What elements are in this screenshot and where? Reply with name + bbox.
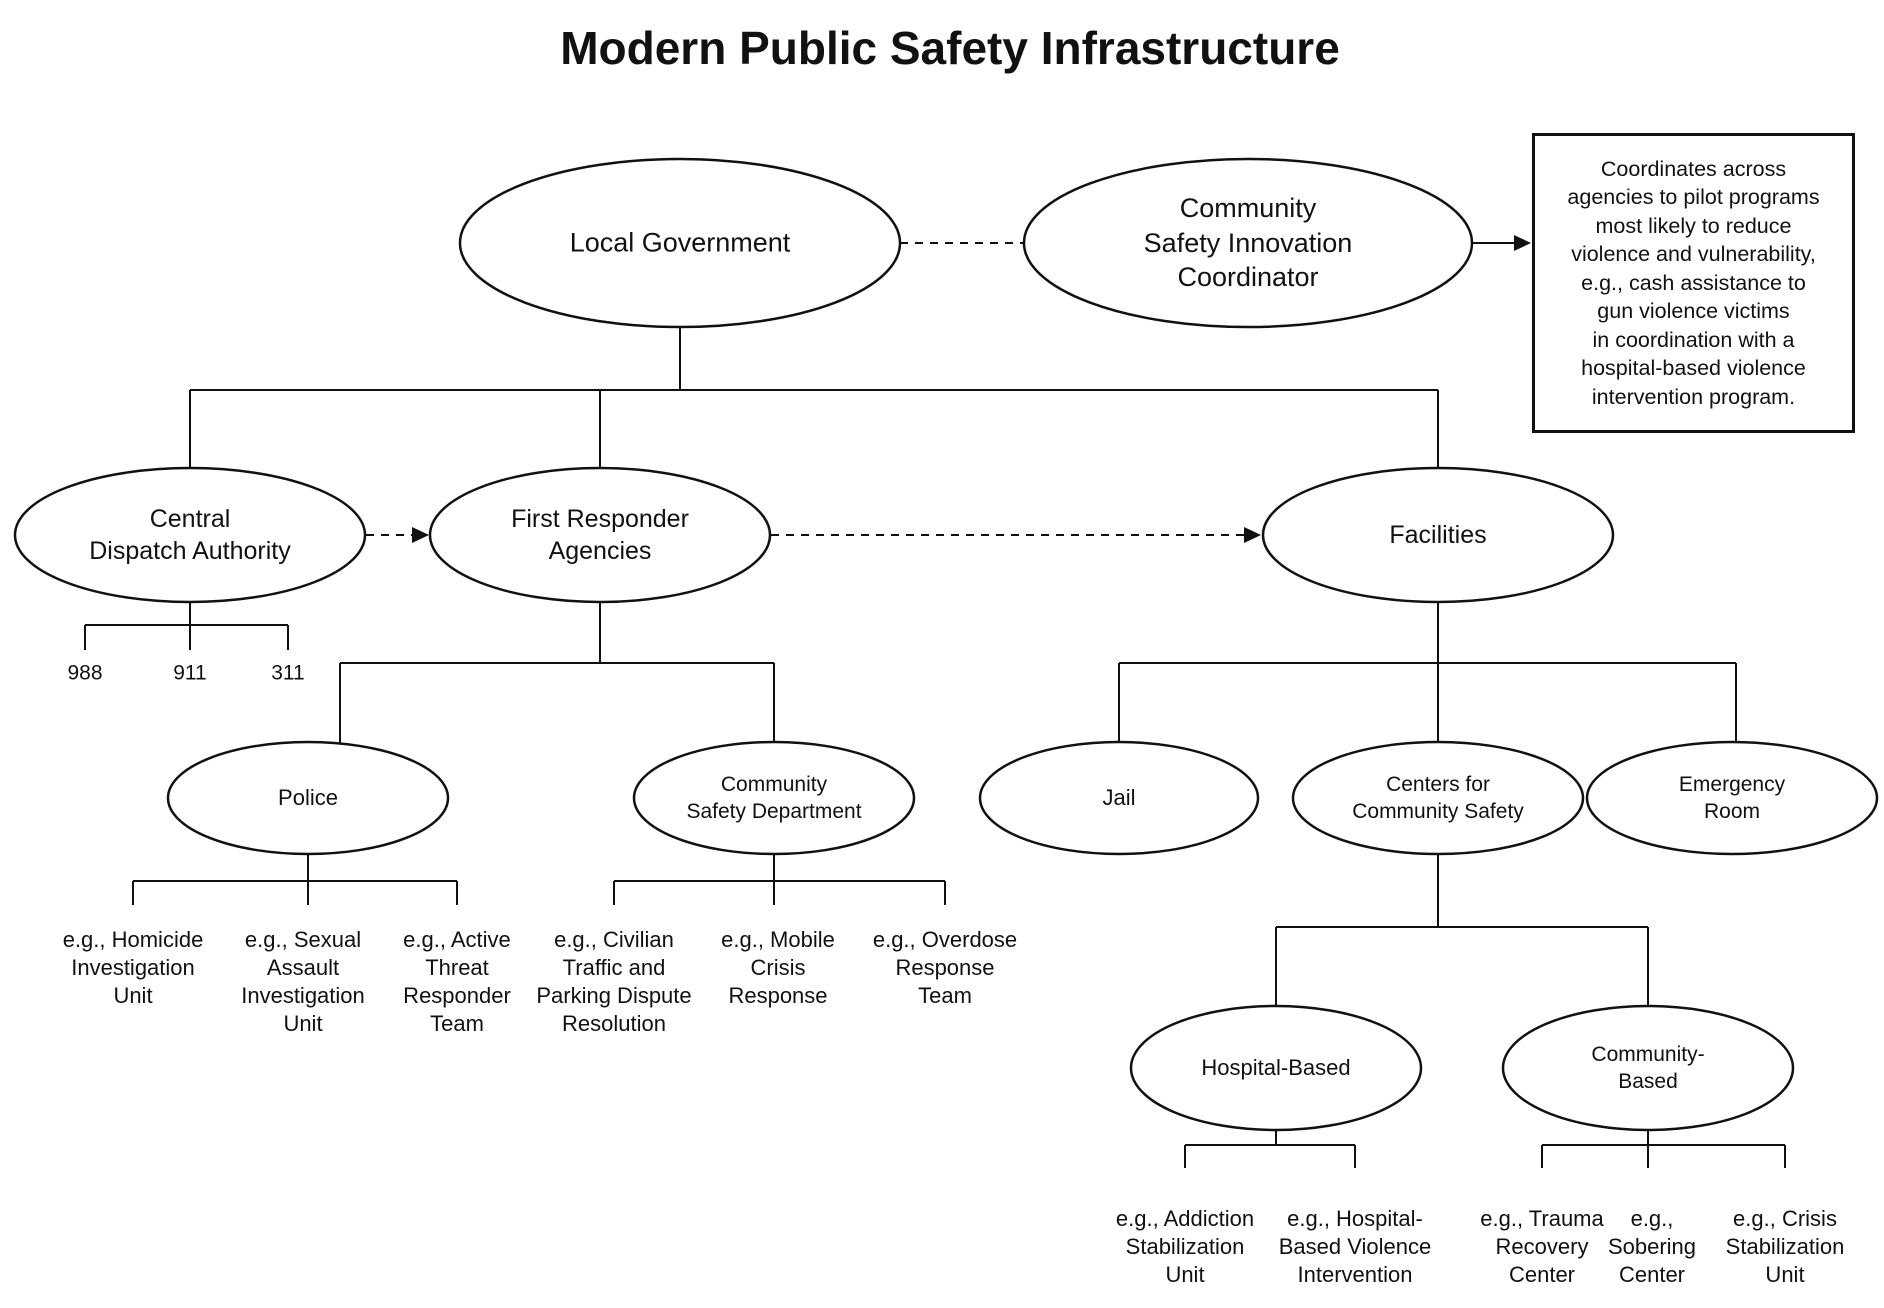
ellipse-emergency-room [1585,740,1879,856]
arrowhead-coordinator-to-annotation [1514,235,1531,251]
annotation-box: Coordinates across agencies to pilot pro… [1532,133,1855,433]
hotline-311: 311 [271,661,305,685]
ellipse-community-based [1501,1004,1795,1132]
annotation-text: Coordinates across agencies to pilot pro… [1567,156,1820,409]
example-crisis-stabilization-unit: e.g., Crisis Stabilization Unit [1725,1206,1845,1287]
ellipse-first-responder-agencies [428,466,772,604]
connector-hospitalbased-examples [1184,1129,1356,1168]
ellipse-centers-for-community-safety [1291,740,1585,856]
arrowhead-dispatch-to-firstresponder [412,527,429,543]
ellipse-local-government [458,157,902,329]
node-label-local-government: Local Government [569,227,791,258]
ellipse-community-safety-department [632,740,916,856]
node-label-facilities: Facilities [1389,521,1487,549]
example-hospital-based-violence-intervention: e.g., Hospital- Based Violence Intervent… [1278,1206,1432,1287]
example-active-threat-responder-team: e.g., Active Threat Responder Team [403,927,511,1036]
example-overdose-response-team: e.g., Overdose Response Team [872,927,1018,1008]
node-label-community-safety-department: Community Safety Department [686,773,862,823]
diagram-title: Modern Public Safety Infrastructure [560,22,1340,74]
node-label-hospital-based: Hospital-Based [1201,1054,1351,1080]
connector-localgov-split [189,327,1439,469]
node-label-emergency-room: Emergency Room [1678,773,1786,823]
ellipse-safety-innovation-coordinator [1022,157,1474,329]
example-civilian-traffic-parking-dispute-resolution: e.g., Civilian Traffic and Parking Dispu… [536,927,692,1036]
example-mobile-crisis-response: e.g., Mobile Crisis Response [721,927,835,1008]
example-sobering-center: e.g., Sobering Center [1607,1206,1697,1287]
ellipse-police [166,740,450,856]
connector-communitybased-examples [1541,1129,1786,1168]
node-label-police: Police [278,784,338,810]
ellipse-hospital-based [1129,1004,1423,1132]
example-trauma-recovery-center: e.g., Trauma Recovery Center [1480,1206,1604,1287]
arrowhead-firstresponder-to-facilities [1244,527,1261,543]
ellipse-central-dispatch-authority [13,466,367,604]
hotline-988: 988 [67,661,103,685]
ellipse-jail [978,740,1260,856]
connector-csd-examples [613,853,946,905]
example-homicide-investigation-unit: e.g., Homicide Investigation Unit [62,927,204,1008]
connector-facilities-split [1118,601,1737,743]
hotline-911: 911 [173,661,207,685]
node-label-central-dispatch-authority: Central Dispatch Authority [89,505,291,565]
connector-centers-split [1275,853,1649,1007]
connector-firstresponder-split [339,601,775,743]
node-label-centers-for-community-safety: Centers for Community Safety [1352,773,1524,823]
example-addiction-stabilization-unit: e.g., Addiction Stabilization Unit [1115,1206,1255,1287]
node-label-first-responder-agencies: First Responder Agencies [511,505,689,565]
node-label-safety-innovation-coordinator: Community Safety Innovation Coordinator [1143,193,1353,293]
connector-police-examples [132,853,458,905]
node-label-jail: Jail [1102,784,1136,810]
connector-dispatch-hotlines [84,601,289,650]
node-label-community-based: Community- Based [1591,1043,1705,1093]
ellipse-facilities [1261,466,1615,604]
example-sexual-assault-investigation-unit: e.g., Sexual Assault Investigation Unit [241,927,365,1036]
